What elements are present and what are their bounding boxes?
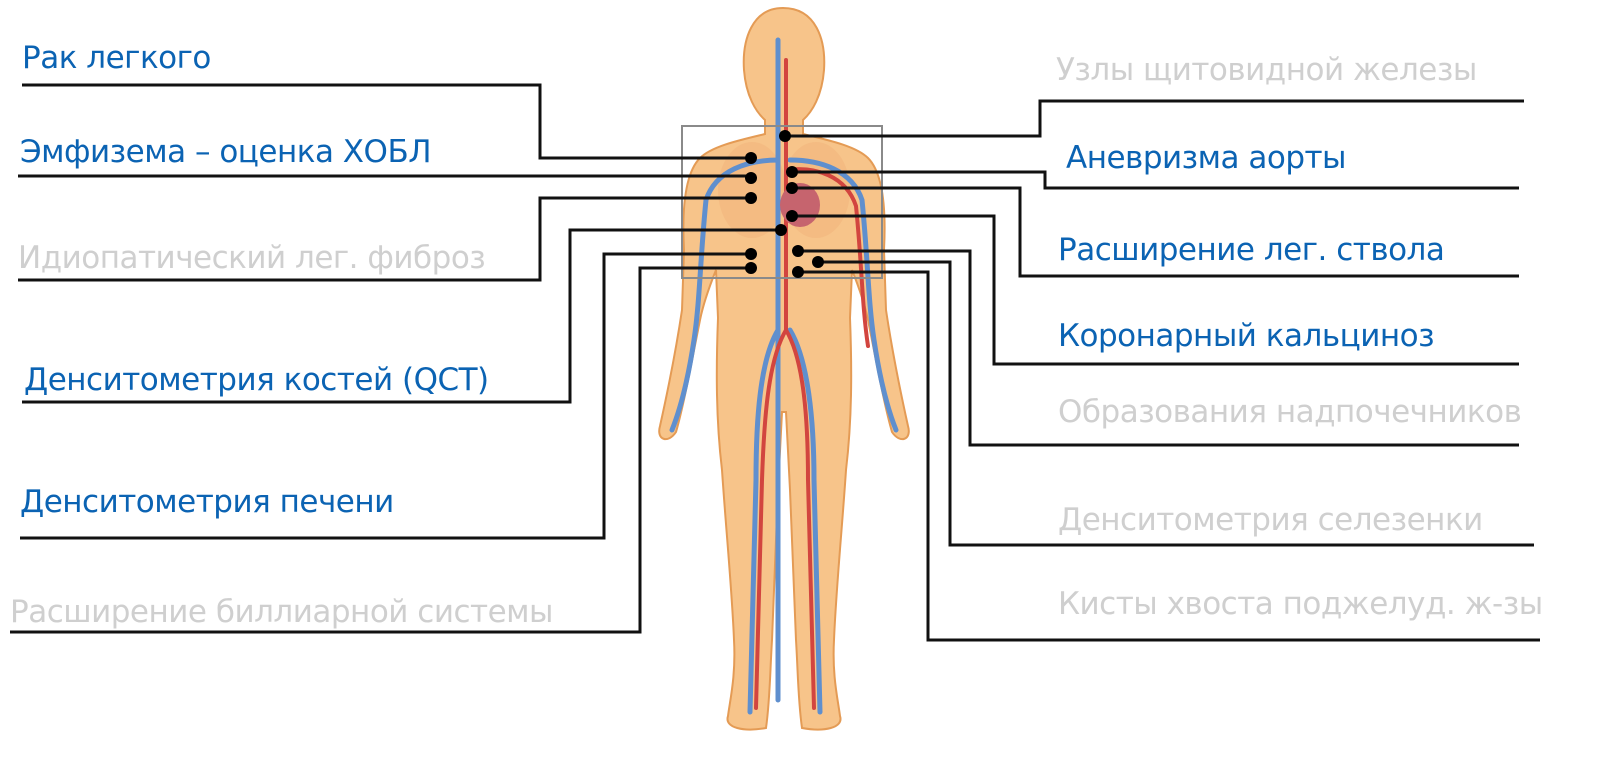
label-coronary-calcification: Коронарный кальциноз bbox=[1058, 316, 1434, 356]
label-idiopathic-fibrosis: Идиопатический лег. фиброз bbox=[18, 238, 485, 278]
dot-bone-qct bbox=[775, 224, 787, 236]
dot-coronary bbox=[786, 210, 798, 222]
dot-fibrosis bbox=[745, 192, 757, 204]
label-pulmonary-trunk: Расширение лег. ствола bbox=[1058, 230, 1444, 270]
dot-adrenal bbox=[792, 245, 804, 257]
dot-biliary bbox=[745, 262, 757, 274]
label-adrenal-masses: Образования надпочечников bbox=[1058, 392, 1521, 432]
dot-pulmonary-trunk bbox=[786, 182, 798, 194]
dot-liver bbox=[745, 248, 757, 260]
human-figure bbox=[659, 8, 909, 730]
label-lung-cancer: Рак легкого bbox=[22, 38, 211, 78]
dot-lung-cancer bbox=[745, 152, 757, 164]
label-emphysema-copd: Эмфизема – оценка ХОБЛ bbox=[20, 132, 431, 172]
label-liver-densitometry: Денситометрия печени bbox=[20, 482, 394, 522]
label-thyroid-nodules: Узлы щитовидной железы bbox=[1056, 50, 1477, 90]
dot-thyroid bbox=[779, 130, 791, 142]
dot-emphysema bbox=[745, 172, 757, 184]
label-aortic-aneurysm: Аневризма аорты bbox=[1066, 138, 1346, 178]
leader-line-thyroid bbox=[785, 101, 1524, 136]
dot-spleen bbox=[812, 256, 824, 268]
dot-pancreas bbox=[792, 266, 804, 278]
label-bone-densitometry: Денситометрия костей (QCT) bbox=[24, 360, 489, 400]
label-pancreatic-cysts: Кисты хвоста поджелуд. ж-зы bbox=[1058, 584, 1543, 624]
label-spleen-densitometry: Денситометрия селезенки bbox=[1058, 500, 1483, 540]
heart-shape bbox=[780, 183, 820, 227]
label-biliary-dilation: Расширение биллиарной системы bbox=[10, 592, 553, 632]
leader-line-biliary bbox=[10, 268, 751, 632]
dot-aortic-aneurysm bbox=[786, 166, 798, 178]
